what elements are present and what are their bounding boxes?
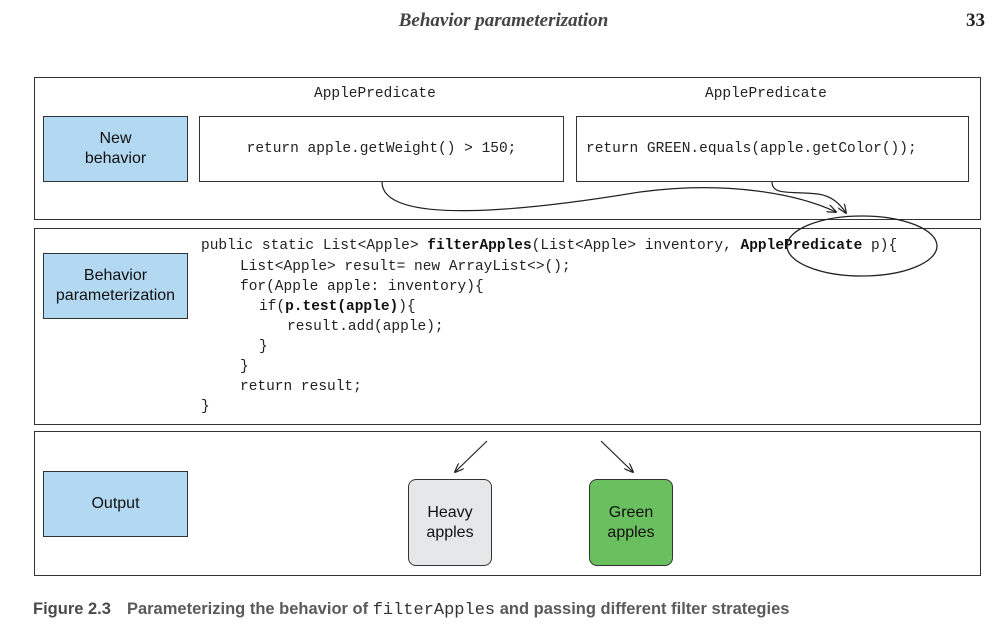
code-if-prefix: if( (259, 299, 286, 315)
caption-text-end: and passing different filter strategies (495, 600, 790, 618)
code-method-name: filterApples (427, 238, 532, 254)
code-line-add: result.add(apple); (287, 319, 444, 335)
predicate-code-weight: return apple.getWeight() > 150; (246, 141, 517, 157)
code-param-type: ApplePredicate (740, 238, 863, 254)
output-panel (34, 431, 981, 576)
output-label: Output (43, 471, 188, 537)
running-head-title: Behavior parameterization (398, 10, 609, 31)
predicate-box-color: return GREEN.equals(apple.getColor()); (576, 116, 969, 182)
code-line-close-if: } (259, 339, 268, 355)
heavy-apples-box: Heavy apples (408, 479, 492, 566)
code-test-call: p.test(apple) (285, 299, 399, 315)
code-line-close-method: } (201, 399, 210, 415)
code-line-signature: public static List<Apple> filterApples(L… (201, 237, 897, 255)
page-number: 33 (966, 10, 985, 31)
predicate-title-color: ApplePredicate (705, 86, 827, 102)
code-line-return: return result; (240, 379, 362, 395)
code-line-close-for: } (240, 359, 249, 375)
caption-text-start: Parameterizing the behavior of (126, 600, 373, 618)
caption-code: filterApples (372, 601, 496, 620)
code-line-result-decl: List<Apple> result= new ArrayList<>(); (240, 259, 571, 275)
code-signature-params: (List<Apple> inventory, (531, 238, 741, 254)
code-line-if: if(p.test(apple)){ (259, 298, 416, 316)
code-signature-prefix: public static List<Apple> (201, 238, 428, 254)
code-signature-suffix: p){ (862, 238, 898, 254)
figure-caption: Figure 2.3 Parameterizing the behavior of… (33, 600, 789, 620)
predicate-title-weight: ApplePredicate (314, 86, 436, 102)
behavior-parameterization-label: Behavior parameterization (43, 253, 188, 319)
predicate-box-weight: return apple.getWeight() > 150; (199, 116, 564, 182)
code-if-suffix: ){ (398, 299, 416, 315)
figure-number: Figure 2.3 (33, 600, 111, 618)
predicate-code-color: return GREEN.equals(apple.getColor()); (586, 141, 917, 157)
code-line-for: for(Apple apple: inventory){ (240, 279, 484, 295)
new-behavior-label: New behavior (43, 116, 188, 182)
green-apples-box: Green apples (589, 479, 673, 566)
